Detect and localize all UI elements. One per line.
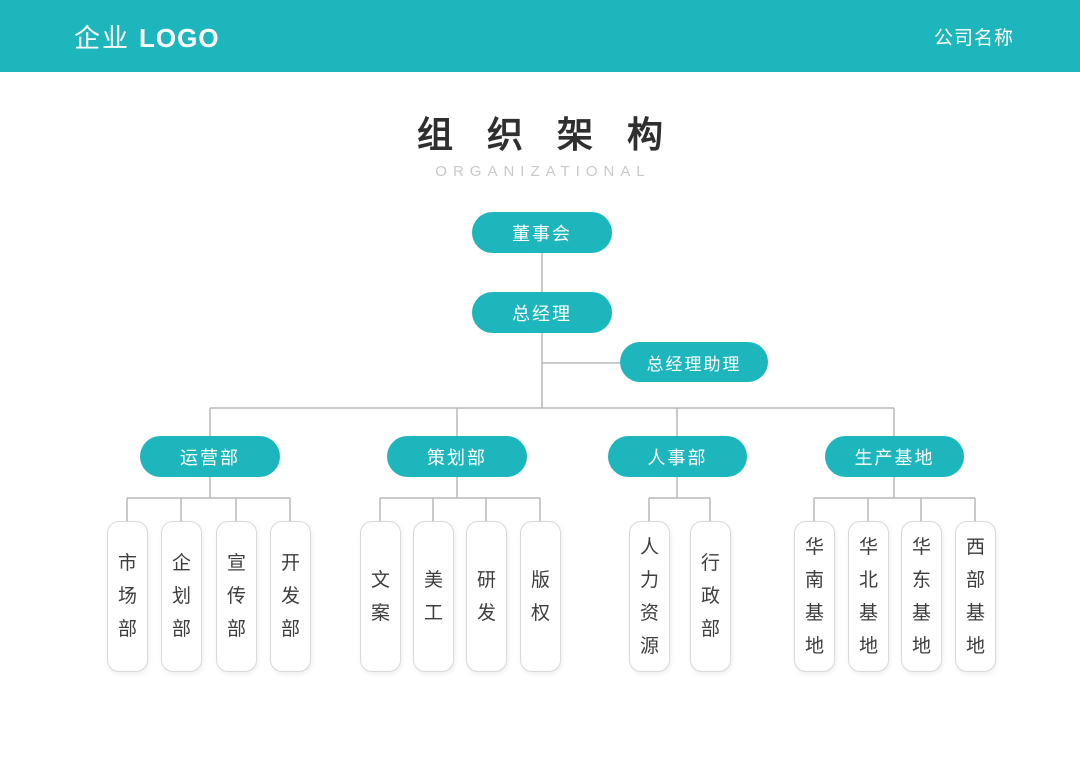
leaf-human-resources: 人力资源 [629, 521, 670, 672]
leaf-planning-dept: 企划部 [161, 521, 202, 672]
header-bar: 企业 LOGO 公司名称 [0, 0, 1080, 72]
leaf-label: 版权 [530, 569, 550, 624]
logo-text-prefix: 企业 [74, 22, 131, 53]
company-logo: 企业 LOGO [74, 18, 220, 55]
leaf-label: 研发 [476, 569, 496, 624]
company-name: 公司名称 [933, 27, 1014, 49]
leaf-copyright: 版权 [520, 521, 561, 672]
leaf-label: 美工 [423, 569, 443, 624]
leaf-south-china-base: 华南基地 [794, 521, 835, 672]
leaf-label: 华南基地 [804, 536, 824, 657]
leaf-market-dept: 市场部 [107, 521, 148, 672]
leaf-label: 行政部 [700, 553, 720, 640]
node-dept-operations: 运营部 [140, 436, 280, 477]
leaf-art-design: 美工 [413, 521, 454, 672]
title-block: 组 织 架 构 ORGANIZATIONAL [0, 106, 1080, 180]
leaf-development-dept: 开发部 [270, 521, 311, 672]
logo-text-suffix: LOGO [139, 22, 220, 53]
leaf-label: 人力资源 [639, 536, 659, 657]
page-subtitle: ORGANIZATIONAL [435, 163, 651, 180]
node-general-manager: 总经理 [472, 292, 612, 333]
leaf-label: 开发部 [280, 553, 300, 640]
leaf-research-development: 研发 [466, 521, 507, 672]
page-title: 组 织 架 构 [416, 114, 675, 155]
leaf-west-base: 西部基地 [955, 521, 996, 672]
leaf-label: 宣传部 [226, 553, 246, 640]
leaf-label: 市场部 [117, 553, 137, 640]
leaf-label: 企划部 [171, 553, 191, 640]
leaf-copywriting: 文案 [360, 521, 401, 672]
leaf-north-china-base: 华北基地 [848, 521, 889, 672]
leaf-label: 文案 [370, 569, 390, 624]
node-gm-assistant: 总经理助理 [620, 342, 768, 382]
node-dept-hr: 人事部 [608, 436, 747, 477]
leaf-publicity-dept: 宣传部 [216, 521, 257, 672]
leaf-label: 华东基地 [911, 536, 931, 657]
node-dept-production-base: 生产基地 [825, 436, 964, 477]
leaf-administration-dept: 行政部 [690, 521, 731, 672]
leaf-label: 西部基地 [965, 536, 985, 657]
leaf-east-china-base: 华东基地 [901, 521, 942, 672]
leaf-label: 华北基地 [858, 536, 878, 657]
node-board-of-directors: 董事会 [472, 212, 612, 253]
node-dept-planning: 策划部 [387, 436, 527, 477]
